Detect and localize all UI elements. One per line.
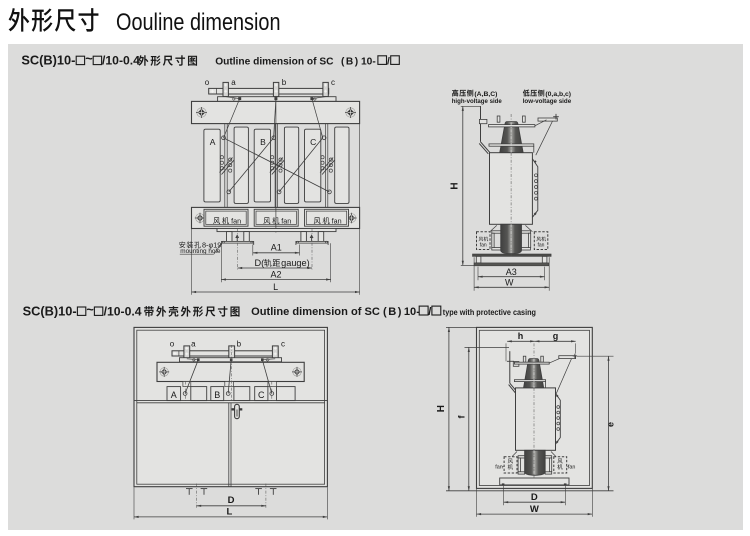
svg-text:/: / bbox=[428, 306, 431, 318]
svg-text:gauge): gauge) bbox=[281, 258, 310, 268]
svg-text:W: W bbox=[530, 504, 539, 515]
svg-text:high-voltage side: high-voltage side bbox=[452, 98, 502, 105]
svg-text:(A,B,C): (A,B,C) bbox=[474, 91, 497, 98]
svg-text:fan: fan bbox=[495, 465, 503, 471]
svg-text:fan: fan bbox=[538, 243, 545, 249]
svg-text:D: D bbox=[531, 492, 538, 503]
svg-text:fan: fan bbox=[480, 243, 487, 249]
svg-text:~: ~ bbox=[85, 51, 92, 66]
svg-text:Outline dimension of SC: Outline dimension of SC bbox=[215, 56, 334, 67]
svg-text:H: H bbox=[436, 405, 447, 412]
svg-text:type with protective casing: type with protective casing bbox=[443, 307, 536, 317]
svg-text:(B): (B) bbox=[383, 306, 403, 318]
svg-text:A1: A1 bbox=[271, 243, 282, 253]
svg-text:C: C bbox=[258, 390, 265, 400]
svg-text:A: A bbox=[171, 390, 177, 400]
svg-text:A3: A3 bbox=[506, 267, 517, 277]
svg-text:h: h bbox=[518, 331, 524, 341]
svg-text:8-φ19: 8-φ19 bbox=[202, 241, 221, 250]
svg-text:(B): (B) bbox=[341, 56, 360, 67]
svg-text:fan: fan bbox=[568, 465, 576, 471]
svg-text:o: o bbox=[205, 78, 210, 87]
svg-text:c: c bbox=[281, 339, 285, 348]
svg-text:a: a bbox=[191, 339, 196, 348]
svg-text:fan: fan bbox=[332, 217, 342, 226]
svg-text:low-voltage side: low-voltage side bbox=[523, 98, 572, 105]
svg-text:e: e bbox=[606, 422, 616, 427]
svg-text:f: f bbox=[456, 415, 466, 419]
svg-text:a: a bbox=[231, 78, 236, 87]
svg-text:(0,a,b,c): (0,a,b,c) bbox=[545, 91, 571, 98]
svg-text:Outline dimension of SC: Outline dimension of SC bbox=[251, 306, 380, 318]
svg-text:C: C bbox=[310, 137, 316, 147]
svg-text:SC(B)10-: SC(B)10- bbox=[21, 53, 75, 68]
svg-text:b: b bbox=[282, 78, 287, 87]
svg-text:B: B bbox=[214, 390, 220, 400]
svg-text:o: o bbox=[170, 339, 175, 348]
svg-text:SC(B)10-: SC(B)10- bbox=[23, 303, 77, 318]
svg-text:L: L bbox=[226, 507, 232, 518]
svg-text:L: L bbox=[273, 282, 278, 292]
svg-text:b: b bbox=[237, 339, 242, 348]
svg-text:10-: 10- bbox=[404, 306, 420, 318]
svg-text:H: H bbox=[449, 182, 460, 189]
svg-text:g: g bbox=[553, 331, 559, 341]
svg-text:D(: D( bbox=[255, 258, 265, 268]
svg-text:Oouline dimension: Oouline dimension bbox=[116, 9, 281, 36]
svg-text:mounting hole: mounting hole bbox=[180, 248, 221, 255]
svg-text:/10-0.4: /10-0.4 bbox=[104, 304, 142, 318]
svg-text:/10-0.4: /10-0.4 bbox=[102, 54, 140, 68]
svg-text:D: D bbox=[228, 495, 235, 506]
svg-text:W: W bbox=[505, 278, 514, 288]
svg-text:~: ~ bbox=[86, 302, 93, 317]
svg-text:c: c bbox=[331, 78, 335, 87]
svg-text:fan: fan bbox=[281, 217, 291, 226]
svg-text:/: / bbox=[387, 56, 390, 67]
svg-text:fan: fan bbox=[231, 217, 241, 226]
svg-text:A: A bbox=[210, 137, 216, 147]
svg-text:10-: 10- bbox=[361, 56, 376, 67]
svg-text:A2: A2 bbox=[270, 269, 281, 279]
svg-text:B: B bbox=[260, 137, 266, 147]
